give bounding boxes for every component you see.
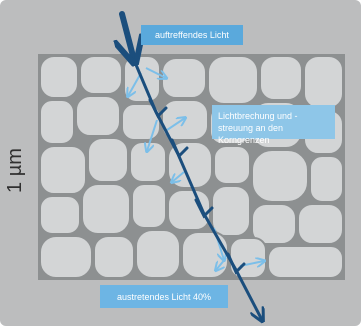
grain [135,229,181,279]
scattered-ray-arrow [172,171,185,182]
grain [297,203,344,245]
grain [75,95,121,137]
grain [303,55,344,109]
grain [131,183,167,229]
scattered-ray-arrow [147,119,158,151]
grain [39,195,81,235]
grain [39,235,93,279]
grain [39,55,79,99]
grain [207,55,259,105]
grain-structure [38,54,345,280]
grain [161,57,207,99]
incident-ray [122,11,134,60]
grain [267,245,344,279]
grain [39,145,87,195]
grain [93,235,135,279]
grain [87,137,129,183]
scattered-ray-arrow [216,257,227,270]
grain [309,155,344,203]
scale-label: 1 µm [3,147,26,193]
grain [213,145,251,185]
grain [259,55,303,101]
main-ray [122,11,262,320]
grain [81,183,131,235]
outgoing-light-label: austretendes Licht 40% [100,285,228,308]
grain [251,149,309,203]
grain [79,55,123,95]
scatter-label: Lichtbrechung und -streuung an den Korng… [212,105,335,145]
scattered-ray-arrow [145,67,166,78]
incoming-light-label: auftreffendes Licht [141,25,243,45]
scattered-ray-arrow [128,72,142,96]
grain [39,99,75,145]
grain [181,231,229,279]
grain [251,203,297,245]
grain [211,185,251,237]
scattered-ray-arrow [166,118,185,131]
